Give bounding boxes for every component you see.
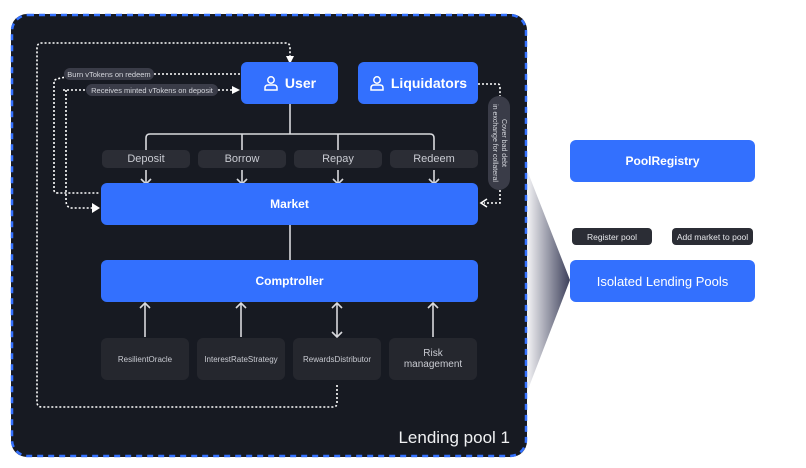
user-label: User	[284, 75, 317, 91]
pool-title: Lending pool 1	[398, 428, 510, 447]
user-box[interactable]: User	[241, 62, 338, 104]
liquidators-label: Liquidators	[390, 75, 468, 91]
liquidators-box[interactable]: Liquidators	[358, 62, 478, 104]
comptroller-box[interactable]: Comptroller	[101, 260, 478, 302]
module-risk-management[interactable]: Risk management	[389, 338, 477, 380]
isolated-lending-pools-box[interactable]: Isolated Lending Pools	[570, 260, 755, 302]
action-borrow[interactable]: Borrow	[198, 150, 286, 168]
module-resilient-oracle[interactable]: ResilientOracle	[101, 338, 189, 380]
action-redeem[interactable]: Redeem	[390, 150, 478, 168]
market-box[interactable]: Market	[101, 183, 478, 225]
module-interest-rate-strategy[interactable]: InterestRateStrategy	[197, 338, 285, 380]
receive-vtokens-label: Receives minted vTokens on deposit	[86, 84, 218, 96]
action-repay[interactable]: Repay	[294, 150, 382, 168]
user-icon	[370, 76, 384, 91]
liquidator-note-line1: Cover bad debt	[500, 119, 507, 167]
action-deposit[interactable]: Deposit	[102, 150, 190, 168]
register-pool-chip[interactable]: Register pool	[572, 228, 652, 245]
burn-vtokens-label: Burn vTokens on redeem	[64, 68, 154, 80]
add-market-chip[interactable]: Add market to pool	[672, 228, 753, 245]
module-rewards-distributor[interactable]: RewardsDistributor	[293, 338, 381, 380]
pool-registry-box[interactable]: PoolRegistry	[570, 140, 755, 182]
user-icon	[264, 76, 278, 91]
liquidator-note-line2: in exchange for collateral	[491, 104, 498, 182]
liquidator-note-pill: Cover bad debt in exchange for collatera…	[488, 96, 510, 190]
